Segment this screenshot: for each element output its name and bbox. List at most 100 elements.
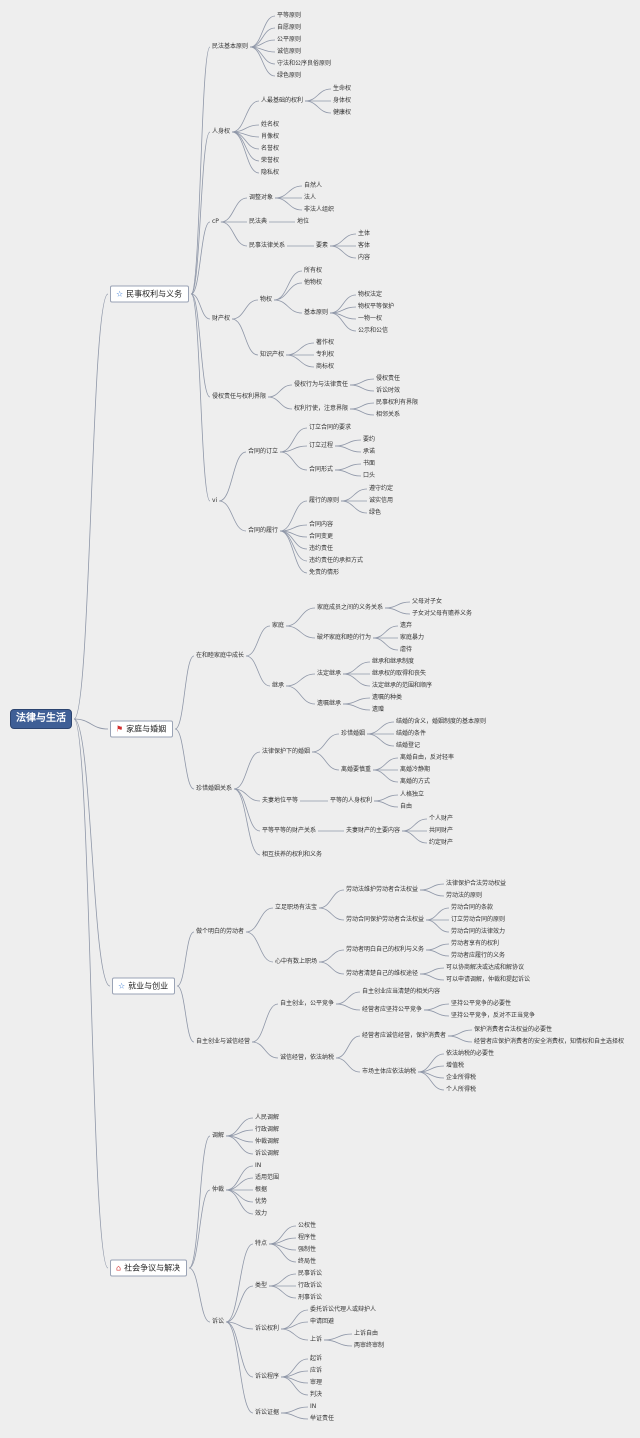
topic-c1a2c[interactable]: 劳动合同的法律效力 <box>451 928 506 935</box>
topic-d3b1[interactable]: 民事诉讼 <box>298 1270 323 1277</box>
topic-a4a3[interactable]: 基本原则 <box>304 309 329 316</box>
topic-a3a1[interactable]: 自然人 <box>304 182 323 189</box>
branch-family-marriage[interactable]: ⚑ 家庭与婚姻 <box>110 720 174 738</box>
topic-c1[interactable]: 做个明白的劳动者 <box>196 928 245 935</box>
topic-d3c3[interactable]: 上诉 <box>310 1336 323 1343</box>
topic-b2d[interactable]: 相互扶养的权利和义务 <box>262 851 323 858</box>
topic-a3c1a[interactable]: 主体 <box>358 230 371 237</box>
topic-a3[interactable]: cP <box>212 218 219 225</box>
topic-b2c1a[interactable]: 个人财产 <box>429 815 454 822</box>
topic-a3c1[interactable]: 要素 <box>316 242 329 249</box>
topic-b1a2a[interactable]: 遗弃 <box>400 622 413 629</box>
topic-a6b5[interactable]: 违约责任的承担方式 <box>309 557 364 564</box>
topic-c2a[interactable]: 自主创业，公平竞争 <box>280 1000 335 1007</box>
topic-d3c2[interactable]: 申请回避 <box>310 1318 335 1325</box>
topic-a2c[interactable]: 肖像权 <box>261 133 280 140</box>
topic-a2[interactable]: 人身权 <box>212 128 231 135</box>
topic-c2a2b[interactable]: 坚持公平竞争，反对不正当竞争 <box>451 1012 536 1019</box>
topic-b2a2b[interactable]: 离婚冷静期 <box>400 766 431 773</box>
topic-c1a2a[interactable]: 劳动合同的条款 <box>451 904 494 911</box>
topic-b2a1b[interactable]: 结婚的条件 <box>396 730 427 737</box>
topic-c2a1[interactable]: 自主创业应当清楚的相关内容 <box>362 988 441 995</box>
topic-b2a1c[interactable]: 结婚登记 <box>396 742 421 749</box>
topic-a5b2[interactable]: 相邻关系 <box>376 411 401 418</box>
topic-c1a1a[interactable]: 法律保护合法劳动权益 <box>446 880 507 887</box>
topic-b1a2[interactable]: 破坏家庭和睦的行为 <box>317 634 372 641</box>
branch-social-disputes[interactable]: ⌂ 社会争议与解决 <box>110 1259 188 1277</box>
topic-b2a[interactable]: 法律保护下的婚姻 <box>262 748 311 755</box>
topic-a6b2[interactable]: 合同内容 <box>309 521 334 528</box>
topic-a2e[interactable]: 荣誉权 <box>261 157 280 164</box>
topic-b1a2b[interactable]: 家庭暴力 <box>400 634 425 641</box>
topic-a3a[interactable]: 调整对象 <box>249 194 274 201</box>
topic-c1a1[interactable]: 劳动法维护劳动者合法权益 <box>346 886 419 893</box>
topic-a3a3[interactable]: 非法人组织 <box>304 206 335 213</box>
topic-b1a1a[interactable]: 父母对子女 <box>412 598 443 605</box>
topic-a5a[interactable]: 侵权行为与法律责任 <box>294 381 349 388</box>
topic-b2a2a[interactable]: 离婚自由，反对轻率 <box>400 754 455 761</box>
topic-d3e2[interactable]: 举证责任 <box>310 1415 335 1422</box>
topic-a2d[interactable]: 名誉权 <box>261 145 280 152</box>
topic-d3a3[interactable]: 强制性 <box>298 1246 317 1253</box>
topic-b1b1[interactable]: 法定继承 <box>317 670 342 677</box>
topic-a4a3d[interactable]: 公示和公信 <box>358 327 389 334</box>
topic-c2a2[interactable]: 经营者应坚持公平竞争 <box>362 1006 423 1013</box>
topic-a3c1b[interactable]: 客体 <box>358 242 371 249</box>
topic-a3b1[interactable]: 地位 <box>297 218 310 225</box>
topic-a2a3[interactable]: 健康权 <box>333 109 352 116</box>
topic-b2a1[interactable]: 珍惜婚姻 <box>341 730 366 737</box>
topic-a6a3[interactable]: 合同形式 <box>309 466 334 473</box>
topic-a5a2[interactable]: 诉讼时效 <box>376 387 401 394</box>
topic-d3d4[interactable]: 判决 <box>310 1391 323 1398</box>
topic-c2b1b[interactable]: 经营者应保护消费者的安全消费权，知情权和自主选择权 <box>474 1038 625 1045</box>
topic-b2a1a[interactable]: 结婚的含义，婚姻制度的基本原则 <box>396 718 487 725</box>
topic-a1d[interactable]: 诚信原则 <box>277 48 302 55</box>
topic-a4a3a[interactable]: 物权法定 <box>358 291 383 298</box>
topic-a4a1[interactable]: 所有权 <box>304 267 323 274</box>
topic-b1b[interactable]: 继承 <box>272 682 285 689</box>
topic-d1d[interactable]: 诉讼调解 <box>255 1150 280 1157</box>
topic-a3a2[interactable]: 法人 <box>304 194 317 201</box>
topic-a6b1a[interactable]: 遵守约定 <box>369 485 394 492</box>
topic-d3a1[interactable]: 公权性 <box>298 1222 317 1229</box>
topic-a4b1[interactable]: 著作权 <box>316 339 335 346</box>
topic-b1a[interactable]: 家庭 <box>272 622 285 629</box>
topic-a6b4[interactable]: 违约责任 <box>309 545 334 552</box>
topic-b2a2c[interactable]: 离婚的方式 <box>400 778 431 785</box>
topic-d3d[interactable]: 诉讼程序 <box>255 1373 280 1380</box>
topic-b1a1b[interactable]: 子女对父母有赡养义务 <box>412 610 473 617</box>
topic-a4a3b[interactable]: 物权平等保护 <box>358 303 395 310</box>
topic-a6[interactable]: vi <box>212 497 218 504</box>
topic-d3b3[interactable]: 刑事诉讼 <box>298 1294 323 1301</box>
topic-d3c3b[interactable]: 两审终审制 <box>354 1342 385 1349</box>
topic-b1b2b[interactable]: 遗赠 <box>372 706 385 713</box>
topic-b1a1[interactable]: 家庭成员之间的义务关系 <box>317 604 384 611</box>
topic-d2[interactable]: 仲裁 <box>212 1186 225 1193</box>
topic-a4b2[interactable]: 专利权 <box>316 351 335 358</box>
topic-a6b3[interactable]: 合同变更 <box>309 533 334 540</box>
topic-c1a[interactable]: 立足职场有法宝 <box>275 904 318 911</box>
topic-a1e[interactable]: 守法和公序良俗原则 <box>277 60 332 67</box>
topic-c1b[interactable]: 心中有数上职场 <box>275 958 318 965</box>
topic-c1b2b[interactable]: 可以申请调解，仲裁和提起诉讼 <box>446 976 531 983</box>
topic-d3a4[interactable]: 终局性 <box>298 1258 317 1265</box>
topic-d3a[interactable]: 特点 <box>255 1240 268 1247</box>
topic-b2b[interactable]: 夫妻地位平等 <box>262 797 299 804</box>
topic-d2b[interactable]: 适用范围 <box>255 1174 280 1181</box>
topic-a3b[interactable]: 民法典 <box>249 218 268 225</box>
topic-c2b2b[interactable]: 增值税 <box>446 1062 465 1069</box>
topic-a2a1[interactable]: 生命权 <box>333 85 352 92</box>
topic-d1[interactable]: 调解 <box>212 1132 225 1139</box>
topic-d1b[interactable]: 行政调解 <box>255 1126 280 1133</box>
topic-c2b1a[interactable]: 保护消费者合法权益的必要性 <box>474 1026 553 1033</box>
topic-d3d2[interactable]: 应诉 <box>310 1367 323 1374</box>
topic-d2d[interactable]: 优势 <box>255 1198 268 1205</box>
topic-a6a[interactable]: 合同的订立 <box>248 448 279 455</box>
topic-b2c1[interactable]: 夫妻财产的主要内容 <box>346 827 401 834</box>
topic-b2c1c[interactable]: 约定财产 <box>429 839 454 846</box>
topic-a4a2[interactable]: 他物权 <box>304 279 323 286</box>
topic-c2b2a[interactable]: 依法纳税的必要性 <box>446 1050 495 1057</box>
topic-d3b2[interactable]: 行政诉讼 <box>298 1282 323 1289</box>
topic-a1a[interactable]: 平等原则 <box>277 12 302 19</box>
branch-employment[interactable]: ☆ 就业与创业 <box>112 977 176 995</box>
